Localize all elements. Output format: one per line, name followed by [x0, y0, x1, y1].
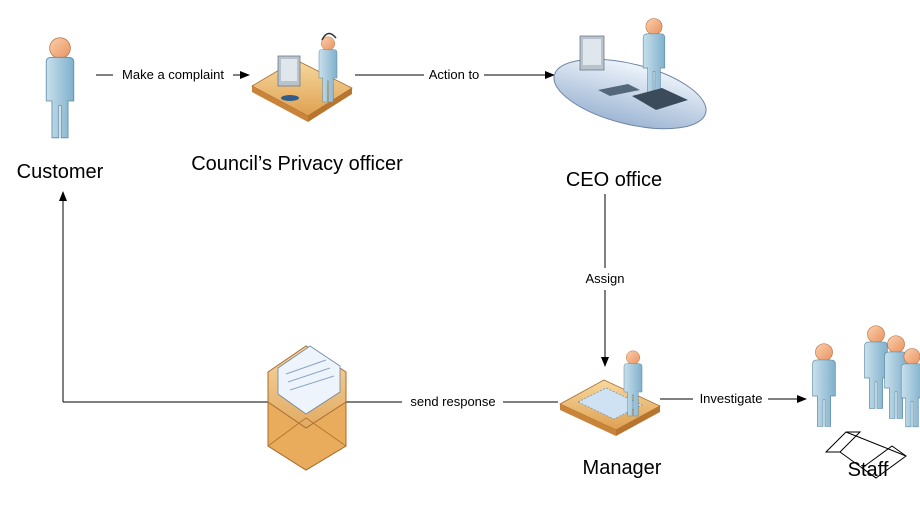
manager-desk-icon	[559, 350, 661, 436]
edge-response: send response	[59, 191, 558, 409]
node-label-manager: Manager	[583, 457, 662, 479]
edge-label-complaint: Make a complaint	[122, 67, 224, 82]
node-ceo-office: CEO office	[553, 18, 707, 191]
edge-action: Action to	[355, 67, 555, 82]
node-staff: Staff	[812, 325, 920, 481]
edge-investigate: Investigate	[660, 391, 807, 406]
desk-operator-icon	[251, 32, 353, 122]
edge-complaint: Make a complaint	[96, 67, 250, 82]
person-icon	[45, 37, 75, 139]
node-customer: Customer	[17, 37, 104, 183]
edge-assign: Assign	[585, 194, 625, 367]
staff-group-icon	[812, 325, 920, 479]
node-privacy-officer: Council’s Privacy officer	[191, 32, 403, 175]
node-label-staff: Staff	[848, 459, 889, 481]
envelope-icon	[267, 345, 347, 471]
edge-label-assign: Assign	[585, 271, 624, 286]
edge-label-response: send response	[410, 394, 495, 409]
edge-label-investigate: Investigate	[700, 391, 763, 406]
executive-desk-icon	[553, 18, 707, 130]
node-label-privacy-officer: Council’s Privacy officer	[191, 153, 403, 175]
node-manager: Manager	[559, 350, 662, 479]
node-label-customer: Customer	[17, 161, 104, 183]
edge-label-action: Action to	[429, 67, 480, 82]
node-label-ceo-office: CEO office	[566, 169, 662, 191]
